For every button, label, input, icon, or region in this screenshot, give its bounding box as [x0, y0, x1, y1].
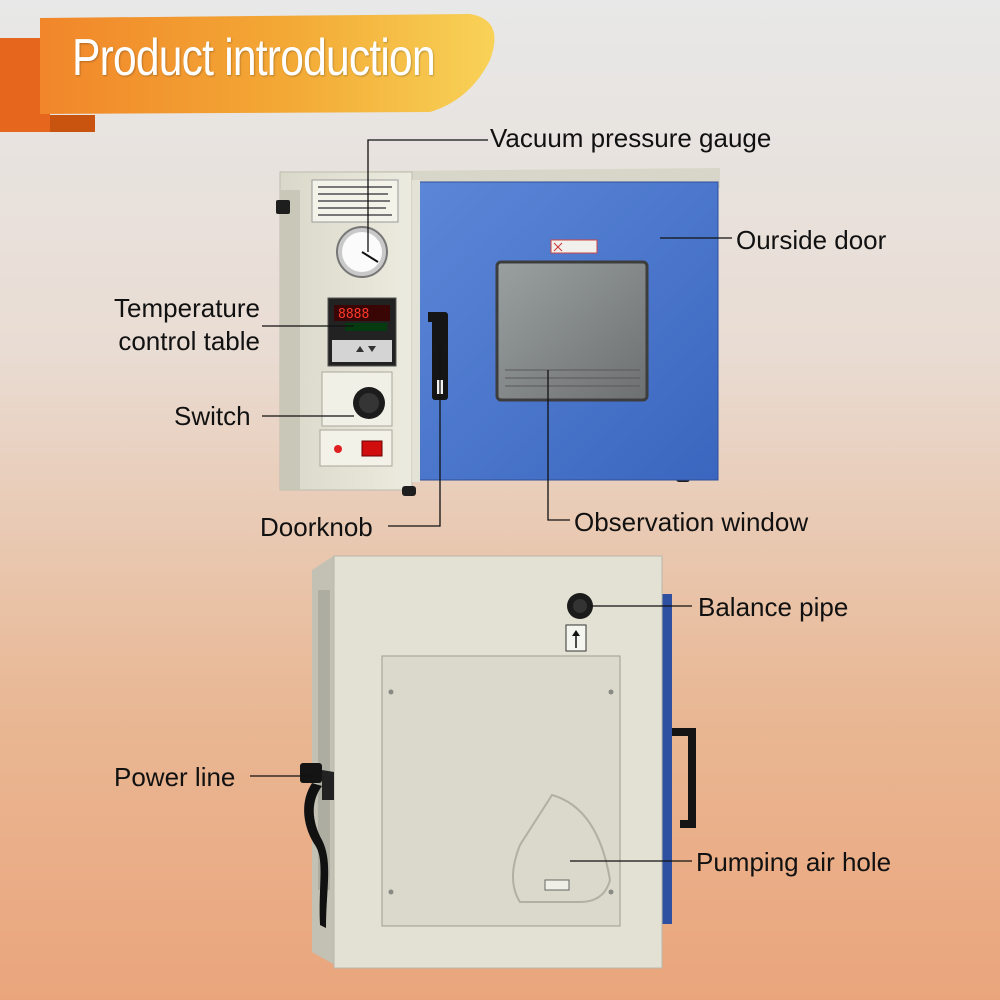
label-outside-door: Ourside door — [736, 225, 887, 255]
vacuum-gauge-icon — [336, 226, 388, 278]
label-temperature-line1: Temperature — [114, 293, 260, 323]
label-observation-window: Observation window — [574, 507, 809, 537]
label-balance-pipe: Balance pipe — [698, 592, 849, 622]
label-pumping-air-hole: Pumping air hole — [696, 847, 892, 877]
temperature-controller-icon: 8888 — [327, 297, 397, 367]
label-temperature-line2: control table — [118, 325, 260, 356]
label-switch: Switch — [174, 401, 251, 431]
banner-graphic — [0, 14, 495, 132]
power-cord-icon — [300, 763, 334, 928]
label-power-line: Power line — [114, 762, 236, 792]
vacuum-valve-knob-icon — [353, 387, 385, 419]
oven-front-view: 8888 — [276, 168, 720, 496]
label-vacuum-pressure-gauge: Vacuum pressure gauge — [490, 123, 772, 153]
page-title: Product introduction — [72, 29, 436, 87]
label-doorknob: Doorknob — [260, 512, 373, 542]
oven-back-view — [300, 555, 696, 969]
label-temperature-control-table: Temperature control table — [114, 292, 260, 357]
svg-text:8888: 8888 — [338, 307, 369, 322]
